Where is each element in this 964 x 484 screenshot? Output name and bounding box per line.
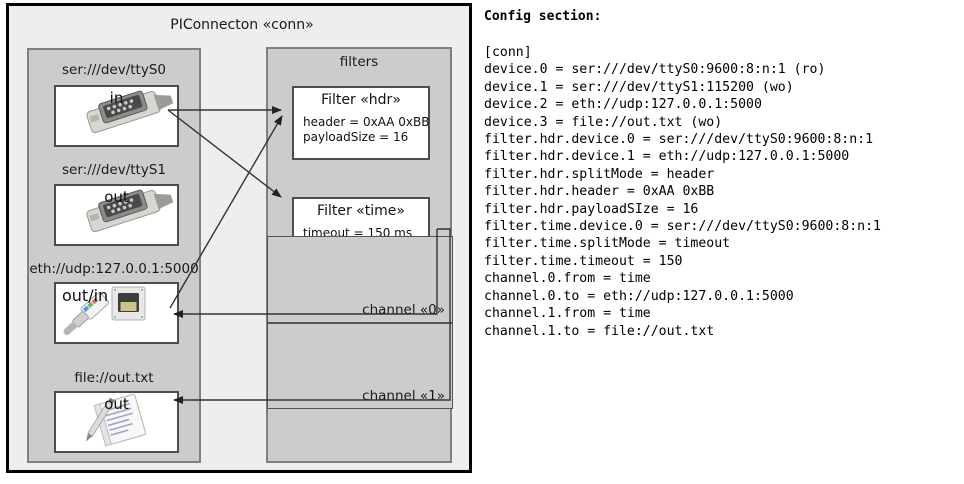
ethernet-jack-icon (63, 286, 146, 336)
devices-group: ser:///dev/ttyS0 in (27, 48, 201, 463)
channel-box-1: channel «1» (267, 323, 453, 409)
filter-box-hdr[interactable]: Filter «hdr» header = 0xAA 0xBB payloadS… (292, 86, 430, 160)
channel-label-1: channel «1» (362, 388, 445, 404)
page-title: PIConnecton «conn» (170, 17, 314, 33)
config-panel: Config section: [conn] device.0 = ser://… (481, 0, 964, 484)
filters-group-title: filters (339, 54, 379, 70)
filters-group: filters Filter «hdr» header = 0xAA 0xBB … (266, 47, 453, 463)
filter-title-time: Filter «time» (317, 203, 405, 219)
text-file-icon (85, 393, 147, 447)
device-label-ttys1: ser:///dev/ttyS1 (62, 162, 166, 178)
device-node-eth[interactable]: out/in (54, 282, 179, 344)
device-caption-in: in (109, 89, 124, 107)
device-label-file: file://out.txt (74, 370, 154, 386)
channel-label-0: channel «0» (362, 302, 445, 318)
device-node-ttys0[interactable]: in (54, 85, 179, 147)
architecture-diagram: PIConnecton «conn» ser:///dev/ttyS0 in (0, 0, 478, 484)
serial-port-icon (86, 90, 174, 134)
device-node-ttys1[interactable]: out (54, 184, 179, 246)
config-body-text: [conn] device.0 = ser:///dev/ttyS0:9600:… (484, 45, 881, 339)
device-label-eth: eth://udp:127.0.0.1:5000 (29, 261, 199, 277)
device-caption-out-file: out (104, 395, 129, 413)
device-node-file[interactable]: out (54, 391, 179, 453)
device-caption-outin: out/in (62, 286, 109, 305)
filter-props-hdr: header = 0xAA 0xBB payloadSize = 16 (303, 115, 430, 144)
config-heading: Config section: (484, 9, 602, 24)
device-caption-out: out (104, 188, 129, 206)
connector-outer-frame: PIConnecton «conn» ser:///dev/ttyS0 in (6, 3, 472, 473)
channel-box-0: channel «0» (267, 236, 453, 323)
device-label-ttys0: ser:///dev/ttyS0 (62, 62, 166, 78)
serial-port-icon (86, 189, 174, 233)
filter-title-hdr: Filter «hdr» (321, 92, 401, 108)
